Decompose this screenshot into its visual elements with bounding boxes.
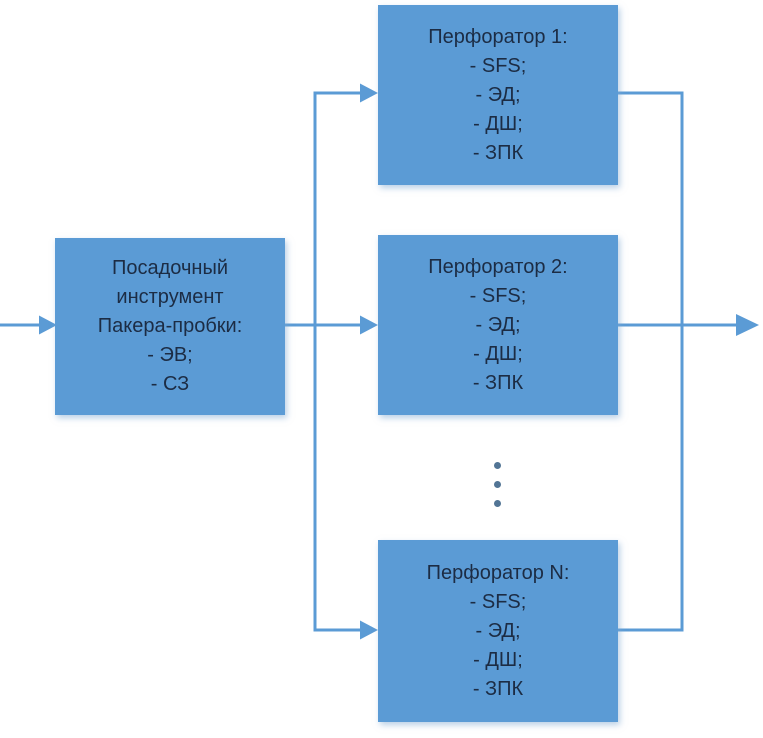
ellipsis-dot [494, 481, 501, 488]
perforator-1-item: - ДШ; [473, 112, 523, 135]
perforator-1-item: - SFS; [469, 54, 527, 77]
ellipsis-dots [494, 462, 501, 507]
perforator-1-title: Перфоратор 1: [428, 25, 568, 48]
ellipsis-dot [494, 500, 501, 507]
perforator-1-item: - ЗПК [472, 141, 524, 164]
perforator-n-box: Перфоратор N: - SFS; - ЭД; - ДШ; - ЗПК [378, 540, 618, 722]
branch-middle-arrowhead [360, 315, 378, 335]
perforator-n-item: - ДШ; [473, 648, 523, 671]
source-box: Посадочный инструмент Пакера-пробки: - Э… [55, 238, 285, 415]
source-box-line: Пакера-пробки: [97, 315, 243, 337]
perforator-n-item: - ЗПК [472, 677, 524, 700]
perforator-n-title: Перфоратор N: [426, 561, 570, 584]
branch-bottom-arrowhead [360, 620, 378, 640]
output-arrowhead [736, 314, 759, 336]
source-box-line: инструмент [116, 286, 224, 308]
source-box-line: - СЗ [150, 373, 190, 395]
perforator-1-box: Перфоратор 1: - SFS; - ЭД; - ДШ; - ЗПК [378, 5, 618, 185]
ellipsis-dot [494, 462, 501, 469]
perforator-n-item: - SFS; [469, 590, 527, 613]
source-box-line: - ЭВ; [147, 344, 193, 366]
perforator-1-item: - ЭД; [475, 83, 521, 106]
input-arrowhead [39, 315, 57, 335]
perforator-2-box: Перфоратор 2: - SFS; - ЭД; - ДШ; - ЗПК [378, 235, 618, 415]
perforator-n-item: - ЭД; [475, 619, 521, 642]
source-box-line: Посадочный [112, 257, 228, 279]
perforator-2-item: - ДШ; [473, 342, 523, 365]
branch-top-arrowhead [360, 83, 378, 103]
perforator-2-item: - SFS; [469, 284, 527, 307]
perforator-2-item: - ЗПК [472, 371, 524, 394]
perforator-2-item: - ЭД; [475, 313, 521, 336]
perforator-2-title: Перфоратор 2: [428, 255, 568, 278]
